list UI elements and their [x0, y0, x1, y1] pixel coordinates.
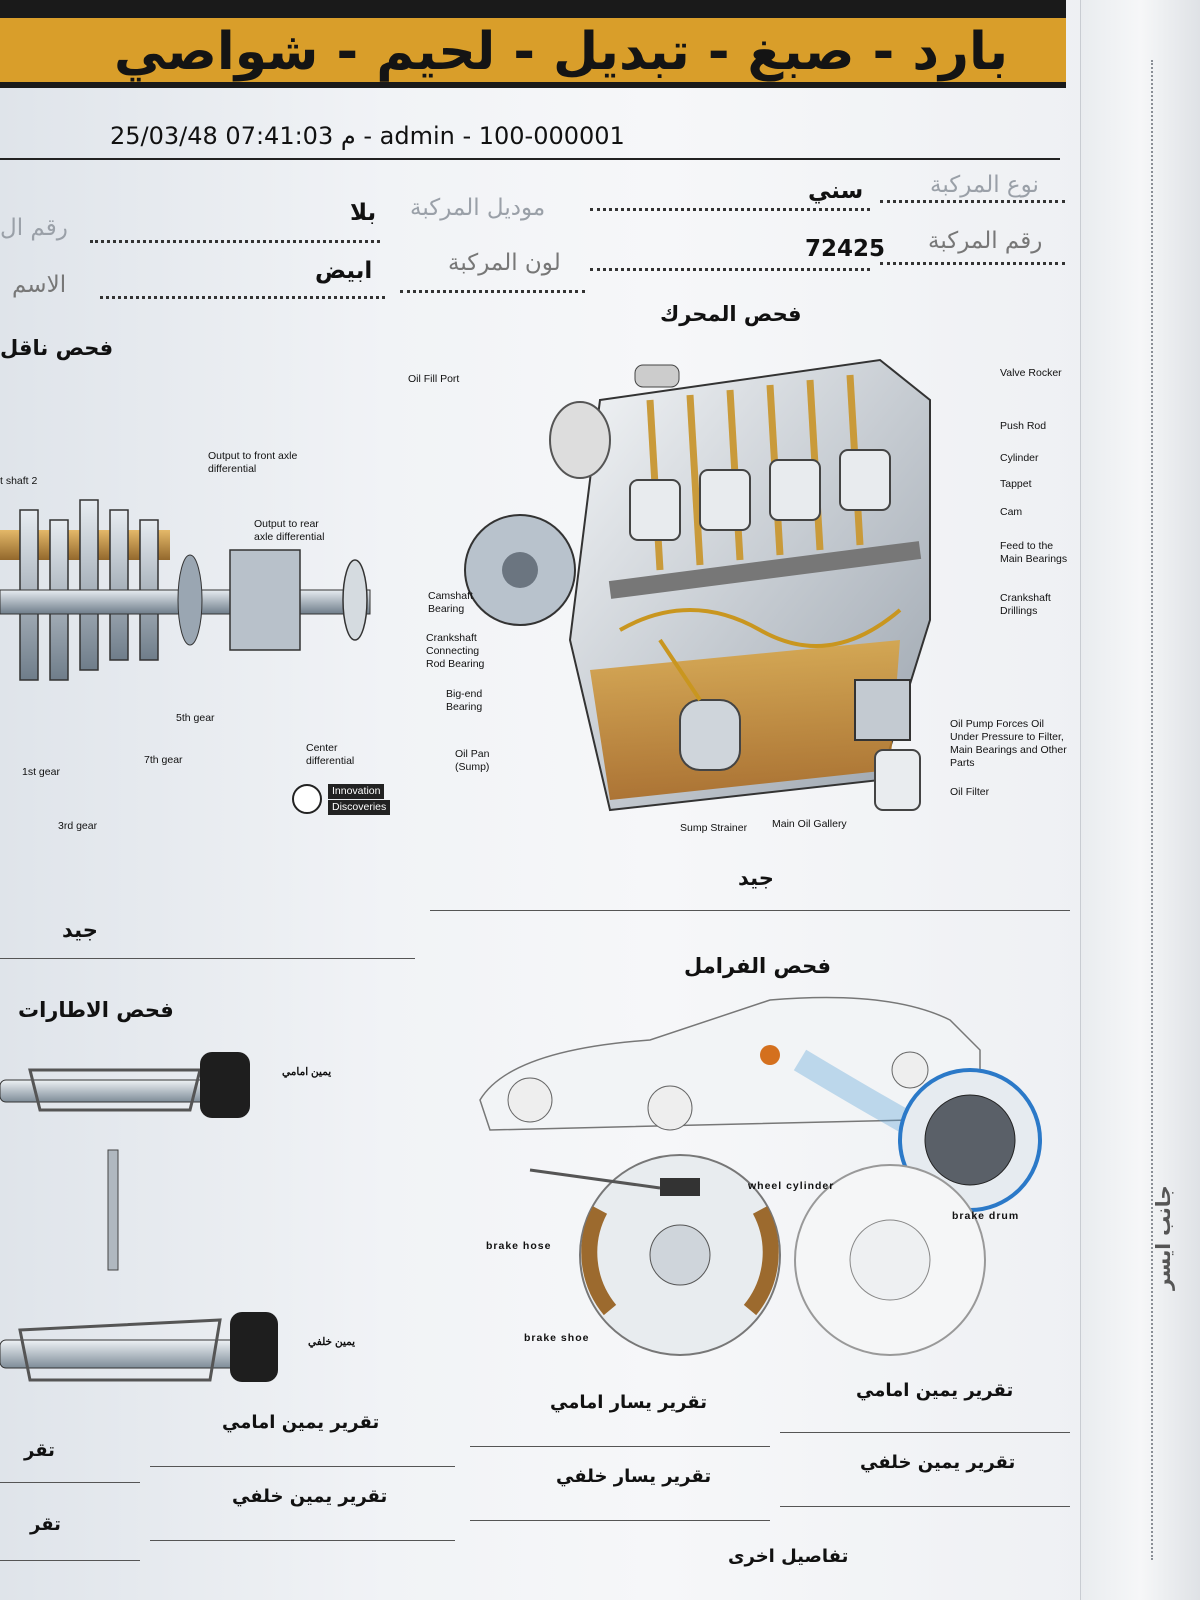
transmission-section-title: فحص ناقل	[0, 336, 114, 360]
brakes-rule-front-left	[470, 1446, 770, 1447]
other-details-label: تفاصيل اخرى	[728, 1546, 849, 1567]
callout-push-rod: Push Rod	[1000, 420, 1047, 432]
transmission-diagram	[0, 499, 371, 681]
callout-oil-filter: Oil Filter	[950, 786, 990, 798]
adjacent-sheet: جانب ايسر	[1080, 0, 1200, 1600]
callout-center-differential: Center differential	[306, 742, 355, 768]
brakes-report-front-left: تقرير يسار امامي	[550, 1392, 708, 1413]
callout-rear-axle: Output to rear axle differential	[254, 518, 325, 544]
tires-report-partial-1: تقر	[24, 1440, 55, 1461]
logo-mark	[292, 784, 322, 814]
callout-valve-rocker: Valve Rocker	[1000, 367, 1062, 379]
inspection-sheet: بارد - صبغ - تبديل - لحيم - شواصي 25/03/…	[0, 0, 1100, 1600]
header-rule	[0, 158, 1060, 160]
vehicle-plate-label: رقم المركبة	[928, 228, 1043, 254]
banner-title: بارد - صبغ - تبديل - لحيم - شواصي	[114, 22, 1008, 82]
brakes-diagram	[479, 996, 1042, 1356]
callout-wheel-cylinder: wheel cylinder	[748, 1180, 835, 1192]
engine-bottom-rule	[430, 910, 1070, 911]
callout-5th-gear: 5th gear	[176, 712, 215, 724]
tire-tag-front-right: يمين امامي	[282, 1066, 332, 1078]
logo-line2: Discoveries	[328, 800, 391, 816]
callout-feed-main-bearings: Feed to the Main Bearings	[1000, 540, 1068, 566]
vehicle-type-value: سني	[808, 178, 864, 204]
engine-diagram	[464, 358, 931, 812]
logo-line1: Innovation	[328, 784, 385, 800]
adjacent-sheet-label: جانب ايسر	[1151, 1185, 1175, 1290]
timestamp-line: 25/03/48 07:41:03 م - admin - 100-000001	[110, 122, 625, 150]
vehicle-type-dots	[590, 208, 870, 211]
tires-rule-partial-2	[0, 1560, 140, 1561]
callout-camshaft-bearing: Camshaft Bearing	[428, 590, 473, 616]
tires-diagram	[0, 1052, 278, 1382]
tires-rule-rear-right	[150, 1540, 455, 1541]
callout-oil-pump: Oil Pump Forces Oil Under Pressure to Fi…	[950, 718, 1067, 770]
callout-main-oil-gallery: Main Oil Gallery	[772, 818, 847, 830]
engine-section-title: فحص المحرك	[660, 302, 802, 326]
transmission-result: جيد	[62, 918, 98, 942]
callout-big-end-bearing: Big-end Bearing	[446, 688, 483, 714]
vehicle-plate-label-dots	[880, 262, 1065, 265]
vehicle-plate-value: 72425	[805, 236, 886, 262]
transmission-bottom-rule	[0, 958, 415, 959]
callout-oil-pan: Oil Pan (Sump)	[455, 748, 490, 774]
callout-brake-drum: brake drum	[952, 1210, 1020, 1222]
callout-1st-gear: 1st gear	[22, 766, 60, 778]
name-label: الاسم	[12, 272, 67, 298]
vehicle-model-dots	[90, 240, 380, 243]
engine-result: جيد	[738, 866, 774, 890]
vehicle-model-value: بلا	[350, 200, 377, 226]
tires-rule-partial-1	[0, 1482, 140, 1483]
callout-oil-fill-port: Oil Fill Port	[408, 373, 460, 385]
brakes-report-front-right: تقرير يمين امامي	[856, 1380, 1014, 1401]
callout-cam: Cam	[1000, 506, 1023, 518]
brakes-rule-rear-right	[780, 1506, 1070, 1507]
tires-report-front-right: تقرير يمين امامي	[222, 1412, 380, 1433]
brakes-section-title: فحص الفرامل	[684, 954, 832, 978]
callout-tappet: Tappet	[1000, 478, 1032, 490]
brakes-report-rear-left: تقرير يسار خلفي	[556, 1466, 712, 1487]
vehicle-color-dots	[100, 296, 385, 299]
tires-report-rear-right: تقرير يمين خلفي	[232, 1486, 388, 1507]
callout-7th-gear: 7th gear	[144, 754, 183, 766]
services-banner: بارد - صبغ - تبديل - لحيم - شواصي	[0, 18, 1066, 88]
callout-shaft2: t shaft 2	[0, 475, 38, 487]
vehicle-type-label: نوع المركبة	[930, 172, 1039, 198]
brakes-report-rear-right: تقرير يمين خلفي	[860, 1452, 1016, 1473]
vehicle-color-value: ابيض	[315, 258, 373, 284]
callout-brake-hose: brake hose	[486, 1240, 552, 1252]
callout-brake-shoe: brake shoe	[524, 1332, 590, 1344]
tires-rule-front-right	[150, 1466, 455, 1467]
tires-report-partial-2: تقر	[30, 1514, 61, 1535]
adjacent-sheet-dotted-line	[1151, 60, 1153, 1560]
vehicle-type-label-dots	[880, 200, 1065, 203]
banner-top-strip	[0, 0, 1066, 18]
callout-cylinder: Cylinder	[1000, 452, 1039, 464]
callout-sump-strainer: Sump Strainer	[680, 822, 748, 834]
left-plate-label: رقم ال	[0, 215, 68, 241]
vehicle-model-label: موديل المركبة	[410, 195, 546, 221]
callout-front-axle: Output to front axle differential	[208, 450, 298, 476]
tire-tag-rear-right: يمين خلفي	[308, 1336, 356, 1348]
vehicle-color-label: لون المركبة	[448, 250, 561, 276]
callout-crankshaft-drillings: Crankshaft Drillings	[1000, 592, 1051, 618]
tires-section-title: فحص الاطارات	[18, 998, 174, 1022]
vehicle-plate-dots	[590, 268, 870, 271]
callout-crankshaft-rod-bearing: Crankshaft Connecting Rod Bearing	[426, 632, 485, 671]
brakes-rule-front-right	[780, 1432, 1070, 1433]
vehicle-color-label-dots	[400, 290, 585, 293]
callout-3rd-gear: 3rd gear	[58, 820, 98, 832]
brakes-rule-rear-left	[470, 1520, 770, 1521]
